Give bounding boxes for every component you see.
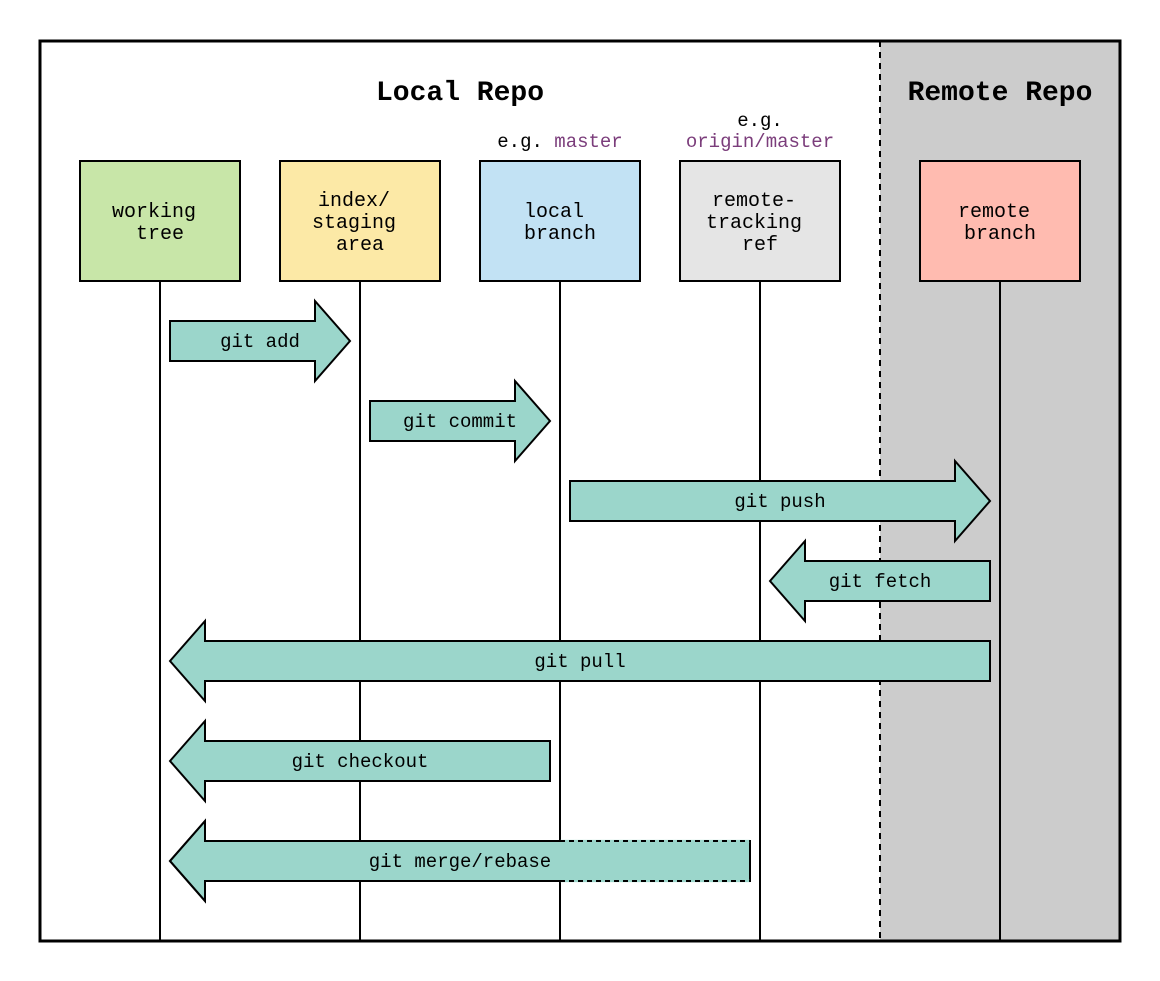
git-push-label: git push (734, 491, 825, 513)
arrow-git-checkout: git checkout (168, 718, 551, 804)
node-remote-branch: remote branch (919, 160, 1081, 282)
local-repo-title: Local Repo (376, 78, 544, 109)
git-add-label: git add (220, 331, 300, 353)
arrow-git-fetch: git fetch (768, 538, 991, 624)
git-pull-label: git pull (534, 651, 625, 673)
remote-repo-title: Remote Repo (908, 78, 1093, 109)
git-fetch-label: git fetch (829, 571, 932, 593)
remote-tracking-ref-label: remote- tracking ref (706, 190, 814, 257)
node-working-tree: working tree (79, 160, 241, 282)
git-checkout-label: git checkout (292, 751, 429, 773)
node-remote-tracking-ref: remote- tracking ref (679, 160, 841, 282)
remote-tracking-example-prefix: e.g. (737, 110, 783, 132)
arrow-git-merge-rebase: git merge/rebase (168, 818, 751, 904)
local-branch-example: e.g. master (497, 131, 622, 153)
git-commit-label: git commit (403, 411, 517, 433)
working-tree-label: working tree (112, 201, 208, 246)
remote-tracking-example-value: origin/master (686, 131, 834, 153)
arrow-git-add: git add (169, 298, 352, 384)
node-local-branch: local branch (479, 160, 641, 282)
index-label: index/ staging area (312, 190, 408, 257)
local-branch-label: local branch (524, 201, 596, 246)
arrow-git-push: git push (569, 458, 992, 544)
diagram-border (38, 39, 1122, 943)
remote-branch-label: remote branch (958, 201, 1042, 246)
git-merge-rebase-label: git merge/rebase (369, 851, 551, 873)
arrow-git-pull: git pull (168, 618, 991, 704)
arrow-git-commit: git commit (369, 378, 552, 464)
node-index: index/ staging area (279, 160, 441, 282)
